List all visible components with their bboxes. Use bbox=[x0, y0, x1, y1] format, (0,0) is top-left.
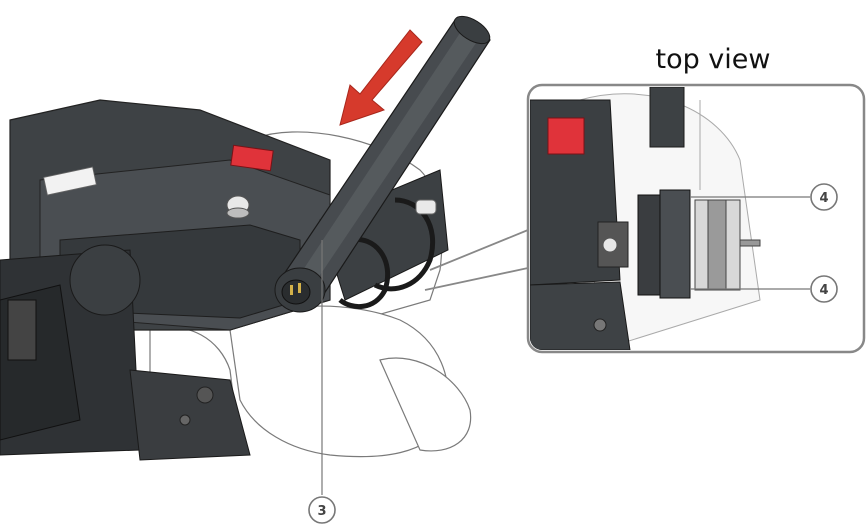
svg-text:4: 4 bbox=[819, 283, 828, 298]
inset-connector bbox=[424, 229, 529, 291]
inset-red-button bbox=[547, 117, 585, 155]
holder-top-callout: 4 bbox=[810, 183, 838, 211]
insert-direction-arrow bbox=[339, 29, 423, 126]
camera-lens bbox=[0, 244, 141, 456]
top-view-inset: top view 4 bbox=[424, 44, 866, 354]
shotgun-microphone bbox=[274, 15, 491, 313]
svg-text:3: 3 bbox=[317, 504, 326, 519]
mic-callout: 3 bbox=[308, 496, 336, 524]
svg-text:4: 4 bbox=[819, 191, 828, 206]
camera-illustration: 3 bbox=[0, 15, 491, 524]
inset-title: top view bbox=[655, 44, 770, 75]
lower-body bbox=[129, 369, 251, 461]
red-button bbox=[230, 144, 274, 172]
holder-bottom-callout: 4 bbox=[810, 275, 838, 303]
label-plate bbox=[43, 166, 97, 196]
